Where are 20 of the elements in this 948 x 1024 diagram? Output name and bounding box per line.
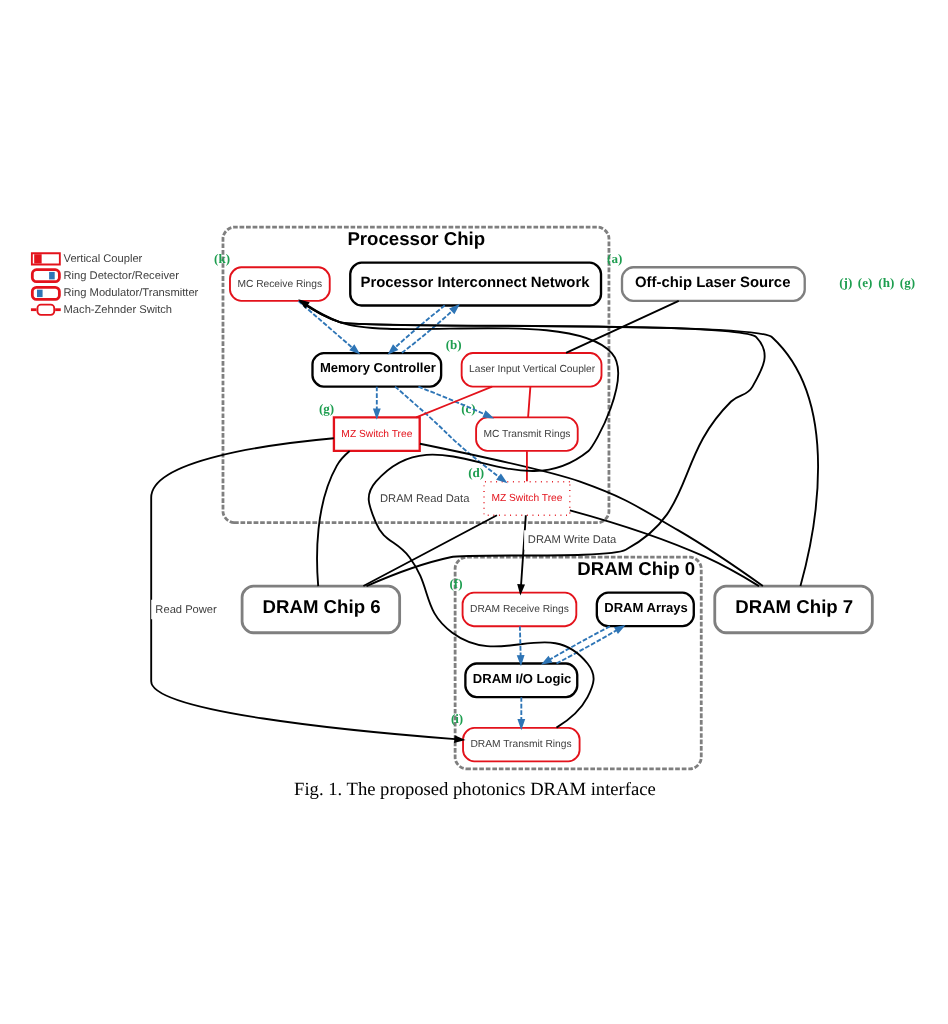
arrow: [517, 514, 527, 596]
arrow: [540, 625, 611, 665]
arrow: [517, 696, 526, 731]
connector: [565, 300, 680, 354]
connector: [419, 442, 764, 587]
caption: Fig. 1. The proposed photonics DRAM interface: [294, 780, 656, 801]
connector: [526, 450, 528, 483]
connector: [316, 450, 351, 588]
node-box: Processor Interconnect Network: [349, 261, 603, 307]
arrow: [372, 385, 381, 420]
connector: [527, 385, 532, 418]
connector: [568, 509, 760, 588]
node-box: DRAM Chip 6: [240, 584, 402, 635]
node-box: DRAM Chip 7: [713, 584, 874, 635]
node-box: Off-chip Laser Source: [620, 266, 806, 302]
arrow: [400, 303, 461, 354]
arrow: [516, 625, 525, 667]
connector: [362, 514, 498, 587]
arrow: [387, 304, 446, 355]
arrow: [555, 624, 626, 665]
